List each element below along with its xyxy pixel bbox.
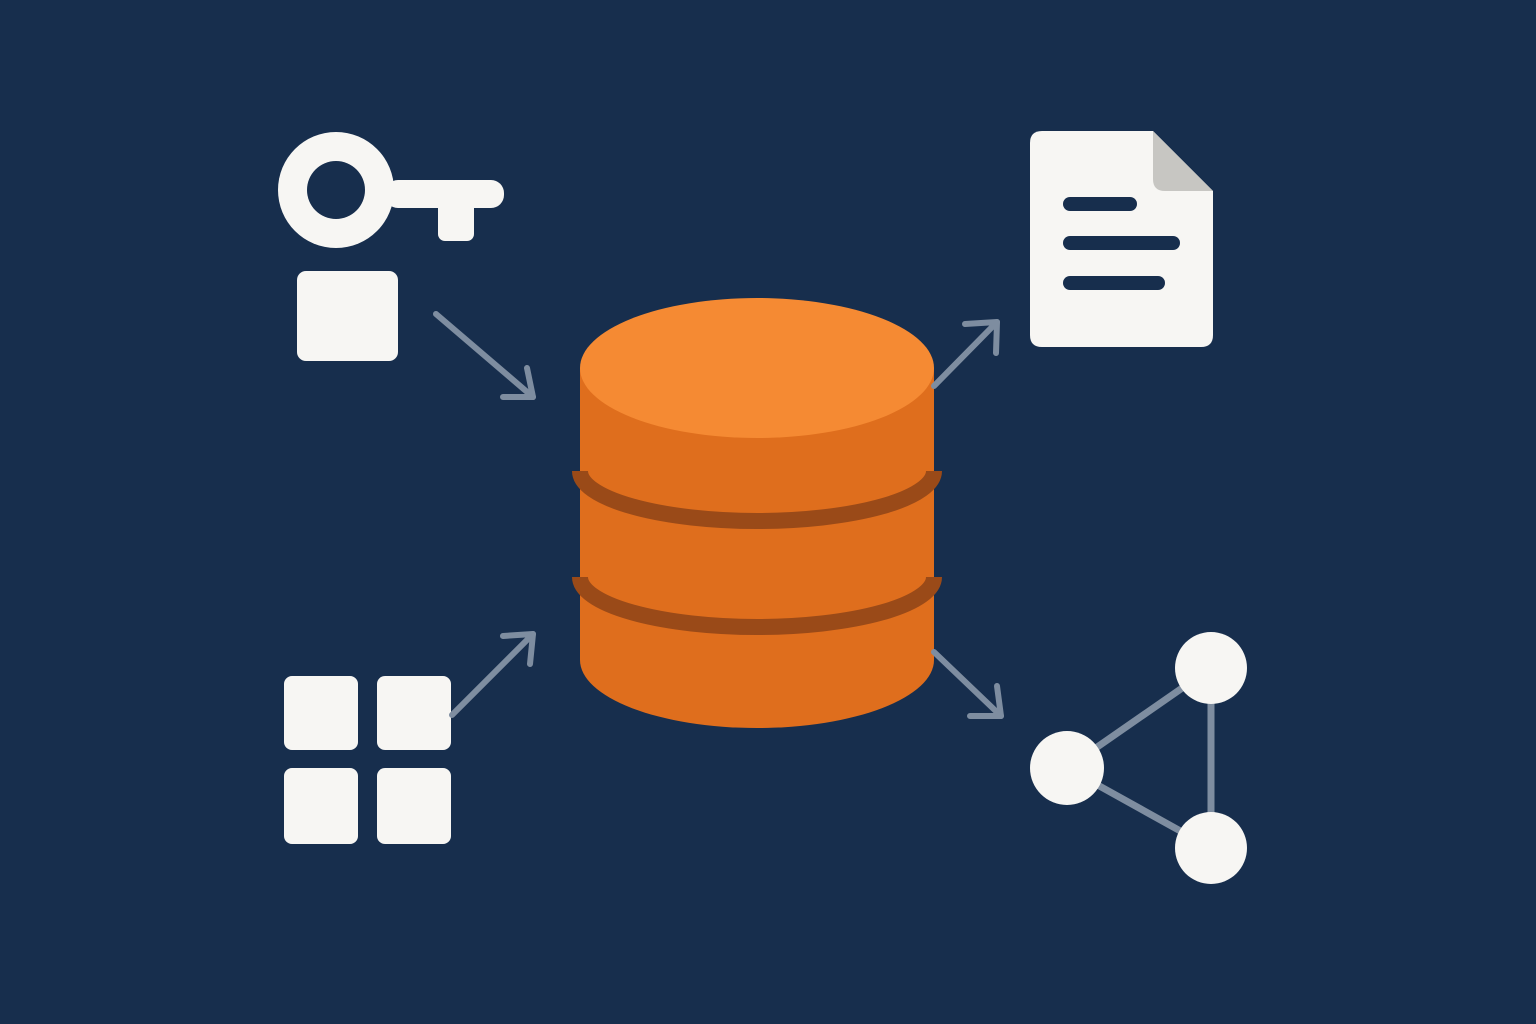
key-icon bbox=[278, 132, 504, 248]
grid-four-squares-icon bbox=[284, 676, 451, 844]
document-fold bbox=[1153, 131, 1213, 191]
grid-cell bbox=[377, 676, 451, 750]
document-icon bbox=[1030, 131, 1213, 347]
graph-network-icon bbox=[1030, 632, 1247, 884]
grid-cell bbox=[377, 768, 451, 844]
arrow-database-to-graph bbox=[931, 649, 1004, 719]
database-groove bbox=[572, 576, 942, 635]
grid-cell bbox=[284, 768, 358, 844]
graph-node bbox=[1175, 632, 1247, 704]
key-value-icon bbox=[278, 132, 504, 361]
document-line bbox=[1063, 197, 1137, 211]
arrow-grid-to-database bbox=[449, 631, 536, 718]
database-body bbox=[580, 368, 934, 728]
arrow-database-to-document bbox=[931, 319, 1000, 389]
value-block bbox=[297, 271, 398, 361]
grid-cell bbox=[284, 676, 358, 750]
database-groove bbox=[572, 470, 942, 529]
connector-arrows bbox=[433, 311, 1004, 719]
graph-node bbox=[1175, 812, 1247, 884]
arrow-key-to-database bbox=[433, 311, 536, 400]
document-line bbox=[1063, 236, 1180, 250]
database-icon bbox=[572, 298, 942, 728]
graph-node bbox=[1030, 731, 1104, 805]
document-line bbox=[1063, 276, 1165, 290]
database-top bbox=[580, 298, 934, 438]
